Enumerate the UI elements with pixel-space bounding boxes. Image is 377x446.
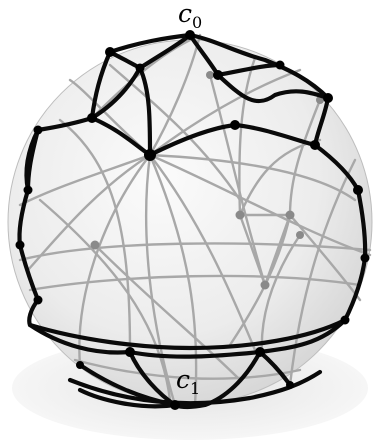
label-c0: c0 [178,0,202,32]
